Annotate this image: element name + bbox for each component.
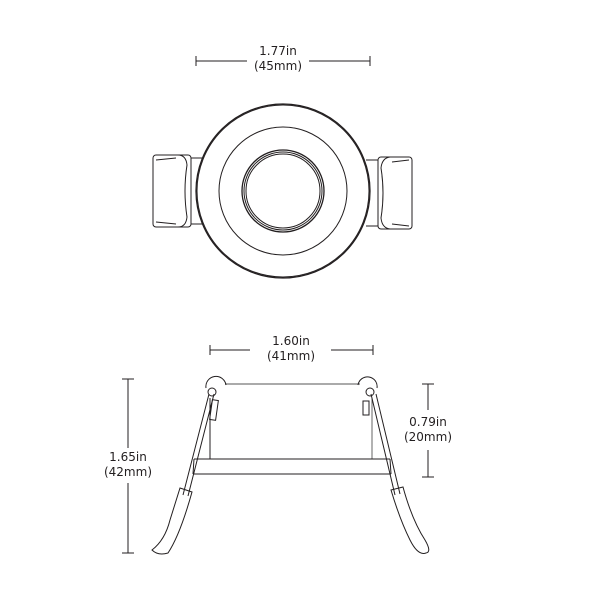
inner-lens [241, 149, 325, 233]
top-view-fixture [152, 103, 413, 279]
top-width-dimension-line [195, 56, 371, 66]
total-height-imperial: 1.65in [109, 450, 147, 464]
middle-ring [218, 126, 348, 256]
housing-height-dimension-line [422, 383, 434, 478]
side-width-metric: (41mm) [266, 349, 315, 363]
left-spring-clip [152, 154, 203, 228]
side-width-label: 1.60in (41mm) [260, 334, 322, 364]
housing-height-imperial: 0.79in [409, 415, 447, 429]
total-height-dimension-line [122, 378, 134, 554]
side-width-dimension-line [209, 345, 374, 355]
side-width-imperial: 1.60in [272, 334, 310, 348]
left-spring-arm [151, 375, 227, 555]
top-width-imperial: 1.77in [259, 44, 297, 58]
total-height-label: 1.65in (42mm) [98, 450, 158, 480]
top-width-label: 1.77in (45mm) [248, 44, 308, 74]
right-spring-arm [357, 376, 430, 554]
total-height-metric: (42mm) [103, 465, 152, 479]
right-spring-clip [366, 156, 413, 230]
side-view-fixture [151, 375, 430, 555]
outer-trim-ring [195, 103, 371, 279]
housing-height-label: 0.79in (20mm) [398, 415, 458, 445]
top-width-metric: (45mm) [253, 59, 302, 73]
housing-height-metric: (20mm) [403, 430, 452, 444]
